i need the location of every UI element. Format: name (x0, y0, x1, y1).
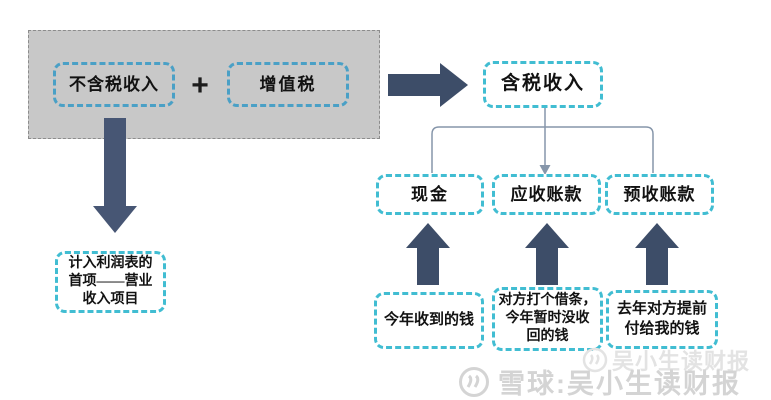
income-statement-note-label: 计入利润表的 首项——营业 收入项目 (68, 256, 153, 307)
advance-source-label: 去年对方提前 付给我的钱 (616, 301, 707, 337)
taxed-revenue-label: 含税收入 (500, 73, 585, 95)
receivable-source-label: 对方打个借条， 今年暂时没收 回的钱 (498, 293, 597, 344)
ghost-logo-icon (582, 347, 608, 373)
plus-sign: + (180, 66, 220, 106)
taxed-revenue-box: 含税收入 (483, 61, 603, 108)
receivable-source-box: 对方打个借条， 今年暂时没收 回的钱 (492, 287, 603, 351)
footer-watermark: 雪球:吴小生读财报 (458, 362, 741, 400)
up-arrow-head (406, 223, 450, 248)
income-statement-note-box: 计入利润表的 首项——营业 收入项目 (55, 251, 166, 313)
ghost-watermark: 吴小生读财报 (582, 344, 750, 376)
advance-source-box: 去年对方提前 付给我的钱 (606, 290, 718, 349)
advance-receipts-label: 预收账款 (623, 184, 696, 204)
right-arrow-head (440, 63, 468, 107)
up-arrow-shaft (646, 248, 668, 285)
ghost-watermark-text: 吴小生读财报 (612, 349, 751, 374)
up-block-arrow-receivable-icon (525, 223, 569, 285)
down-arrow-shaft (104, 118, 126, 206)
right-block-arrow-icon (388, 63, 468, 107)
vat-label: 增值税 (259, 74, 317, 94)
accounts-receivable-box: 应收账款 (492, 174, 601, 215)
cash-label: 现金 (411, 184, 449, 204)
footer-watermark-text: 雪球:吴小生读财报 (498, 369, 741, 399)
plus-sign-label: + (191, 69, 209, 102)
right-arrow-shaft (388, 74, 440, 96)
down-block-arrow-icon (93, 118, 137, 233)
up-arrow-shaft (417, 248, 439, 285)
untaxed-revenue-label: 不含税收入 (69, 74, 159, 94)
up-block-arrow-advance-icon (635, 223, 679, 285)
up-arrow-shaft (536, 248, 558, 285)
xueqiu-logo-icon (459, 366, 489, 397)
accounts-receivable-label: 应收账款 (510, 184, 583, 204)
formula-group-panel (28, 30, 380, 139)
cash-source-box: 今年收到的钱 (374, 292, 484, 349)
up-block-arrow-cash-icon (406, 223, 450, 285)
advance-receipts-box: 预收账款 (605, 174, 714, 215)
up-arrow-head (525, 223, 569, 248)
up-arrow-head (635, 223, 679, 248)
cash-box: 现金 (376, 174, 484, 215)
vat-box: 增值税 (227, 62, 349, 107)
untaxed-revenue-box: 不含税收入 (53, 62, 175, 107)
down-arrow-head (93, 206, 137, 233)
cash-source-label: 今年收到的钱 (383, 311, 474, 328)
